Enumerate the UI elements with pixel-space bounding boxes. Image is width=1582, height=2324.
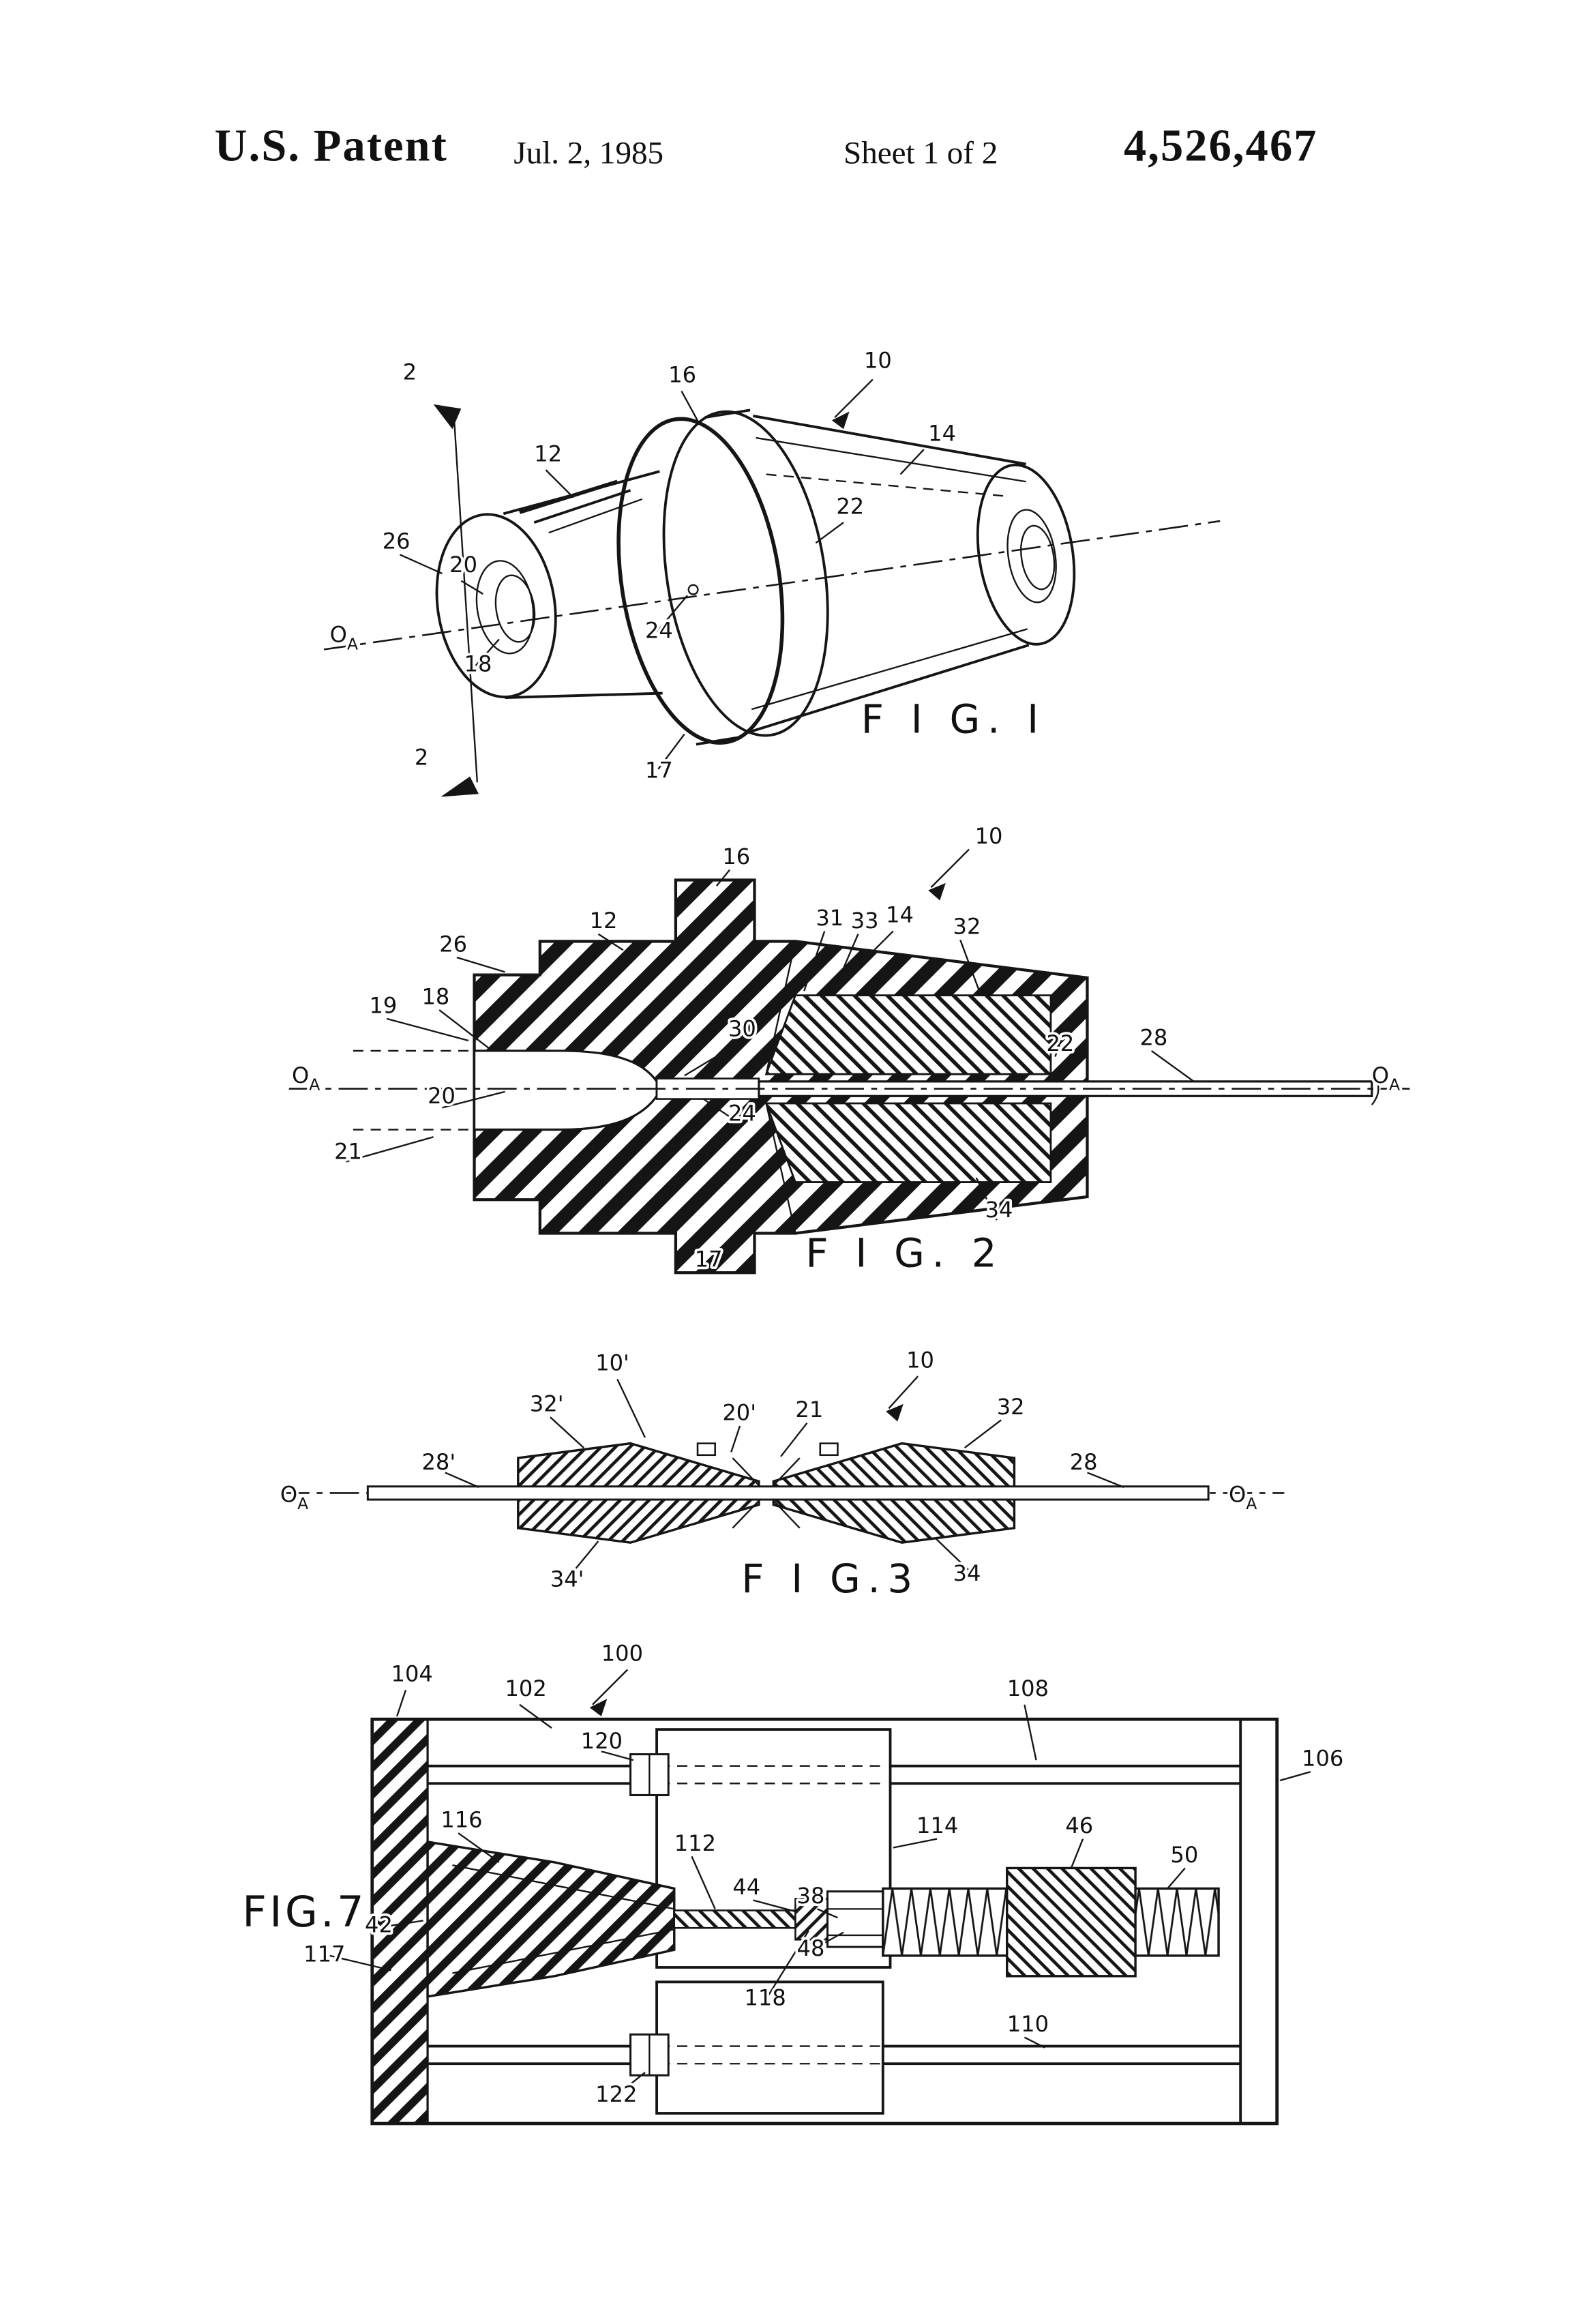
fig7-coupling-38 xyxy=(826,1890,884,1948)
ref-numeral-32: 32 xyxy=(953,914,981,940)
ref-numeral-16: 16 xyxy=(668,362,696,388)
ref-numeral-31: 31 xyxy=(816,905,844,931)
ref-numeral-2: 2 xyxy=(415,744,428,770)
ref-numeral-34: 34 xyxy=(985,1197,1013,1223)
ref-numeral-24: 24 xyxy=(645,617,673,643)
fig7-caption: FIG.7 xyxy=(242,1887,367,1937)
sheet-number: Sheet 1 of 2 xyxy=(844,134,998,171)
ref-numeral-26: 26 xyxy=(439,931,467,957)
ref-numeral-100: 100 xyxy=(601,1641,643,1667)
page-header: U.S. Patent Jul. 2, 1985 Sheet 1 of 2 4,… xyxy=(0,0,1582,205)
fig3-leader-lines xyxy=(445,1375,1124,1576)
ref-numeral-17: 17 xyxy=(695,1247,723,1272)
fig2-leader-lines xyxy=(345,848,1195,1221)
ref-numeral-112: 112 xyxy=(674,1830,716,1856)
ref-numeral-102: 102 xyxy=(505,1675,547,1701)
ref-numeral-26: 26 xyxy=(383,528,411,554)
ref-numeral-14: 14 xyxy=(928,420,956,446)
fig2-caption: F I G. 2 xyxy=(805,1230,1004,1277)
fig7-lower-block xyxy=(655,1980,884,2115)
figure-7: 104 102 100 108 106 120 116 112 114 46 50 42 44 38 48 1… xyxy=(239,1638,1346,2126)
ref-numeral-34: 34' xyxy=(550,1566,584,1592)
ref-numeral-38: 38 xyxy=(797,1883,825,1909)
ref-numeral-OA: OA xyxy=(280,1481,308,1513)
ref-numeral-32: 32' xyxy=(530,1391,564,1417)
ref-numeral-2: 2 xyxy=(403,359,417,385)
fig1-drawing xyxy=(323,404,1221,797)
ref-numeral-48: 48 xyxy=(797,1935,825,1961)
fig7-housing xyxy=(370,1717,1279,2126)
ref-numeral-106: 106 xyxy=(1302,1746,1343,1772)
fig7-leader-lines xyxy=(329,1669,1311,2097)
fig1-leader-lines xyxy=(399,378,925,770)
ref-numeral-10: 10' xyxy=(595,1350,629,1376)
ref-numeral-42: 42 xyxy=(365,1912,393,1938)
ref-numeral-19: 19 xyxy=(369,992,397,1018)
fig7-chuck xyxy=(426,1840,676,1998)
section-arrow-bottom xyxy=(441,776,479,797)
ref-numeral-32: 32 xyxy=(997,1394,1025,1420)
ref-numeral-116: 116 xyxy=(441,1807,482,1833)
patent-office-label: U.S. Patent xyxy=(214,119,448,171)
ref-numeral-17: 17 xyxy=(645,758,673,784)
fig3-drawing xyxy=(280,1442,1285,1544)
ref-numeral-34: 34 xyxy=(953,1560,981,1586)
ref-numeral-46: 46 xyxy=(1065,1813,1093,1838)
fig2-drawing xyxy=(288,878,1413,1275)
fig7-nut-46 xyxy=(1006,1866,1137,1978)
ref-numeral-20: 20' xyxy=(722,1399,756,1425)
ref-numeral-33: 33 xyxy=(851,908,879,934)
ref-numeral-122: 122 xyxy=(595,2081,637,2107)
ref-numeral-44: 44 xyxy=(732,1874,760,1900)
fig7-labels: 104 102 100 108 106 120 116 112 114 46 50 42 44 38 48 1… xyxy=(301,1638,1346,2110)
patent-date: Jul. 2, 1985 xyxy=(513,134,664,171)
ref-numeral-28: 28 xyxy=(1070,1449,1098,1475)
fig2-insert-upper xyxy=(764,994,1052,1075)
ref-numeral-108: 108 xyxy=(1007,1675,1049,1701)
ref-numeral-16: 16 xyxy=(722,844,750,869)
ref-numeral-28: 28' xyxy=(422,1449,456,1475)
ref-numeral-22: 22 xyxy=(836,493,864,519)
fig3-fiber-rod xyxy=(366,1485,1210,1501)
patent-number: 4,526,467 xyxy=(1123,119,1318,171)
section-arrow-top xyxy=(433,404,462,430)
ref-numeral-118: 118 xyxy=(745,1985,786,2011)
ref-numeral-120: 120 xyxy=(581,1728,623,1754)
fig7-drawing xyxy=(370,1717,1279,2126)
ref-numeral-18: 18 xyxy=(464,651,492,676)
ref-numeral-12: 12 xyxy=(534,441,562,466)
ref-numeral-10: 10 xyxy=(864,347,892,373)
fig2-insert-lower xyxy=(764,1102,1052,1183)
ref-numeral-14: 14 xyxy=(886,902,914,928)
ref-numeral-110: 110 xyxy=(1007,2011,1049,2037)
ref-numeral-117: 117 xyxy=(303,1941,345,1967)
ref-numeral-10: 10 xyxy=(975,823,1003,849)
ref-numeral-114: 114 xyxy=(916,1813,958,1838)
ref-numeral-20: 20 xyxy=(449,552,477,578)
ref-numeral-28: 28 xyxy=(1139,1024,1167,1050)
ref-numeral-21: 21 xyxy=(795,1397,823,1422)
fig1-caption: F I G. I xyxy=(861,696,1046,742)
ref-numeral-20: 20 xyxy=(428,1083,456,1109)
ref-numeral-12: 12 xyxy=(590,908,618,934)
ref-numeral-21: 21 xyxy=(334,1138,362,1164)
ref-numeral-24: 24 xyxy=(728,1101,756,1127)
fig2-bore-cavity xyxy=(473,1049,658,1131)
fig7-drawbar xyxy=(673,1909,796,1929)
ref-numeral-50: 50 xyxy=(1170,1842,1198,1868)
ref-numeral-OA: OA xyxy=(1229,1481,1257,1513)
ref-numeral-30: 30 xyxy=(728,1016,756,1042)
ref-numeral-104: 104 xyxy=(391,1661,433,1687)
ref-numeral-22: 22 xyxy=(1047,1030,1075,1056)
ref-numeral-10: 10 xyxy=(906,1347,934,1373)
ref-numeral-18: 18 xyxy=(422,983,450,1009)
fig3-caption: F I G.3 xyxy=(741,1555,920,1602)
